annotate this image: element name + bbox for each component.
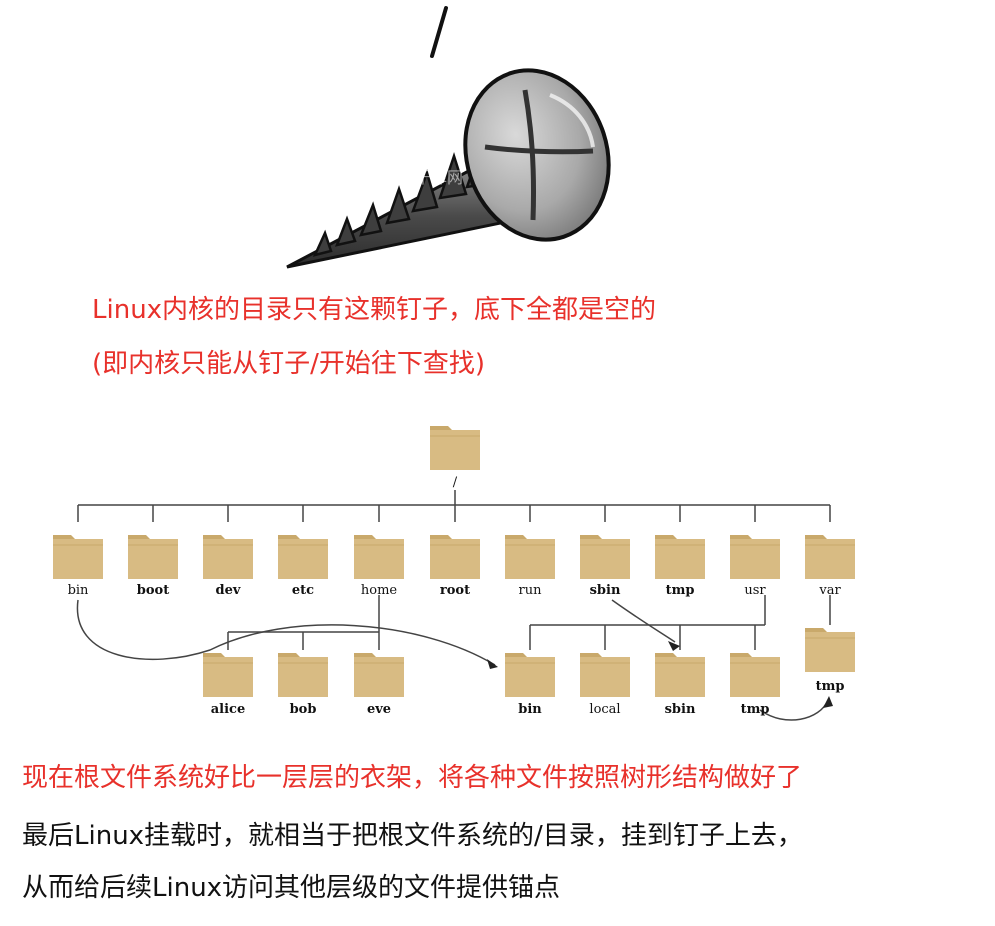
folder-icon xyxy=(655,535,705,579)
folder-icon xyxy=(505,535,555,579)
arrow-heads xyxy=(487,641,833,708)
home-dir-label-eve: eve xyxy=(367,702,391,717)
nail-slash-label xyxy=(430,6,448,58)
folder-icon xyxy=(128,535,178,579)
dir-label-boot: boot xyxy=(137,583,169,598)
folder-icon xyxy=(430,535,480,579)
screw-illustration: 千库网 xyxy=(286,68,611,269)
folder-icon xyxy=(655,653,705,697)
folder-icon xyxy=(805,535,855,579)
folder-icon xyxy=(354,535,404,579)
dir-label-sbin: sbin xyxy=(590,583,621,598)
dir-label-usr: usr xyxy=(744,583,766,598)
dir-label-dev: dev xyxy=(216,583,241,598)
folder-icon xyxy=(580,653,630,697)
folder-icon xyxy=(430,426,480,470)
folder-icon xyxy=(805,628,855,672)
folder-icon xyxy=(203,653,253,697)
dir-label-tmp: tmp xyxy=(666,583,695,598)
folder-icon xyxy=(278,653,328,697)
dir-label-var: var xyxy=(818,583,841,598)
root-dir-label: / xyxy=(453,475,458,490)
dir-label-etc: etc xyxy=(292,583,314,598)
dir-label-root: root xyxy=(440,583,470,598)
folder-icon xyxy=(730,535,780,579)
watermark-text: 千库网 xyxy=(415,168,463,187)
kernel-note-line2: (即内核只能从钉子/开始往下查找) xyxy=(92,349,486,379)
folder-icon xyxy=(580,535,630,579)
symlink-arrows xyxy=(76,599,829,721)
rootfs-note: 现在根文件系统好比一层层的衣架，将各种文件按照树形结构做好了 xyxy=(22,763,803,793)
folder-icon xyxy=(505,653,555,697)
home-dir-label-bob: bob xyxy=(290,702,317,717)
usr-dir-label-tmp: tmp xyxy=(741,702,770,717)
mount-note-line1: 最后Linux挂载时，就相当于把根文件系统的/目录，挂到钉子上去， xyxy=(22,821,803,851)
usr-dir-label-bin: bin xyxy=(518,702,542,717)
folder-icon xyxy=(203,535,253,579)
dir-label-run: run xyxy=(519,583,543,598)
folder-icon xyxy=(354,653,404,697)
dir-label-bin: bin xyxy=(68,583,89,598)
mount-note-line2: 从而给后续Linux访问其他层级的文件提供锚点 xyxy=(22,873,561,903)
folder-icon xyxy=(278,535,328,579)
dir-label-home: home xyxy=(361,583,398,598)
usr-dir-label-sbin: sbin xyxy=(665,702,696,717)
home-dir-label-alice: alice xyxy=(211,702,246,717)
folder-icon xyxy=(730,653,780,697)
var-dir-label-tmp: tmp xyxy=(816,679,845,694)
kernel-note-line1: Linux内核的目录只有这颗钉子，底下全都是空的 xyxy=(92,295,657,325)
folder-icon xyxy=(53,535,103,579)
directory-tree-diagram: / bin boot dev etc home root run sbin tmp usr var al… xyxy=(53,426,855,721)
usr-dir-label-local: local xyxy=(589,702,620,717)
